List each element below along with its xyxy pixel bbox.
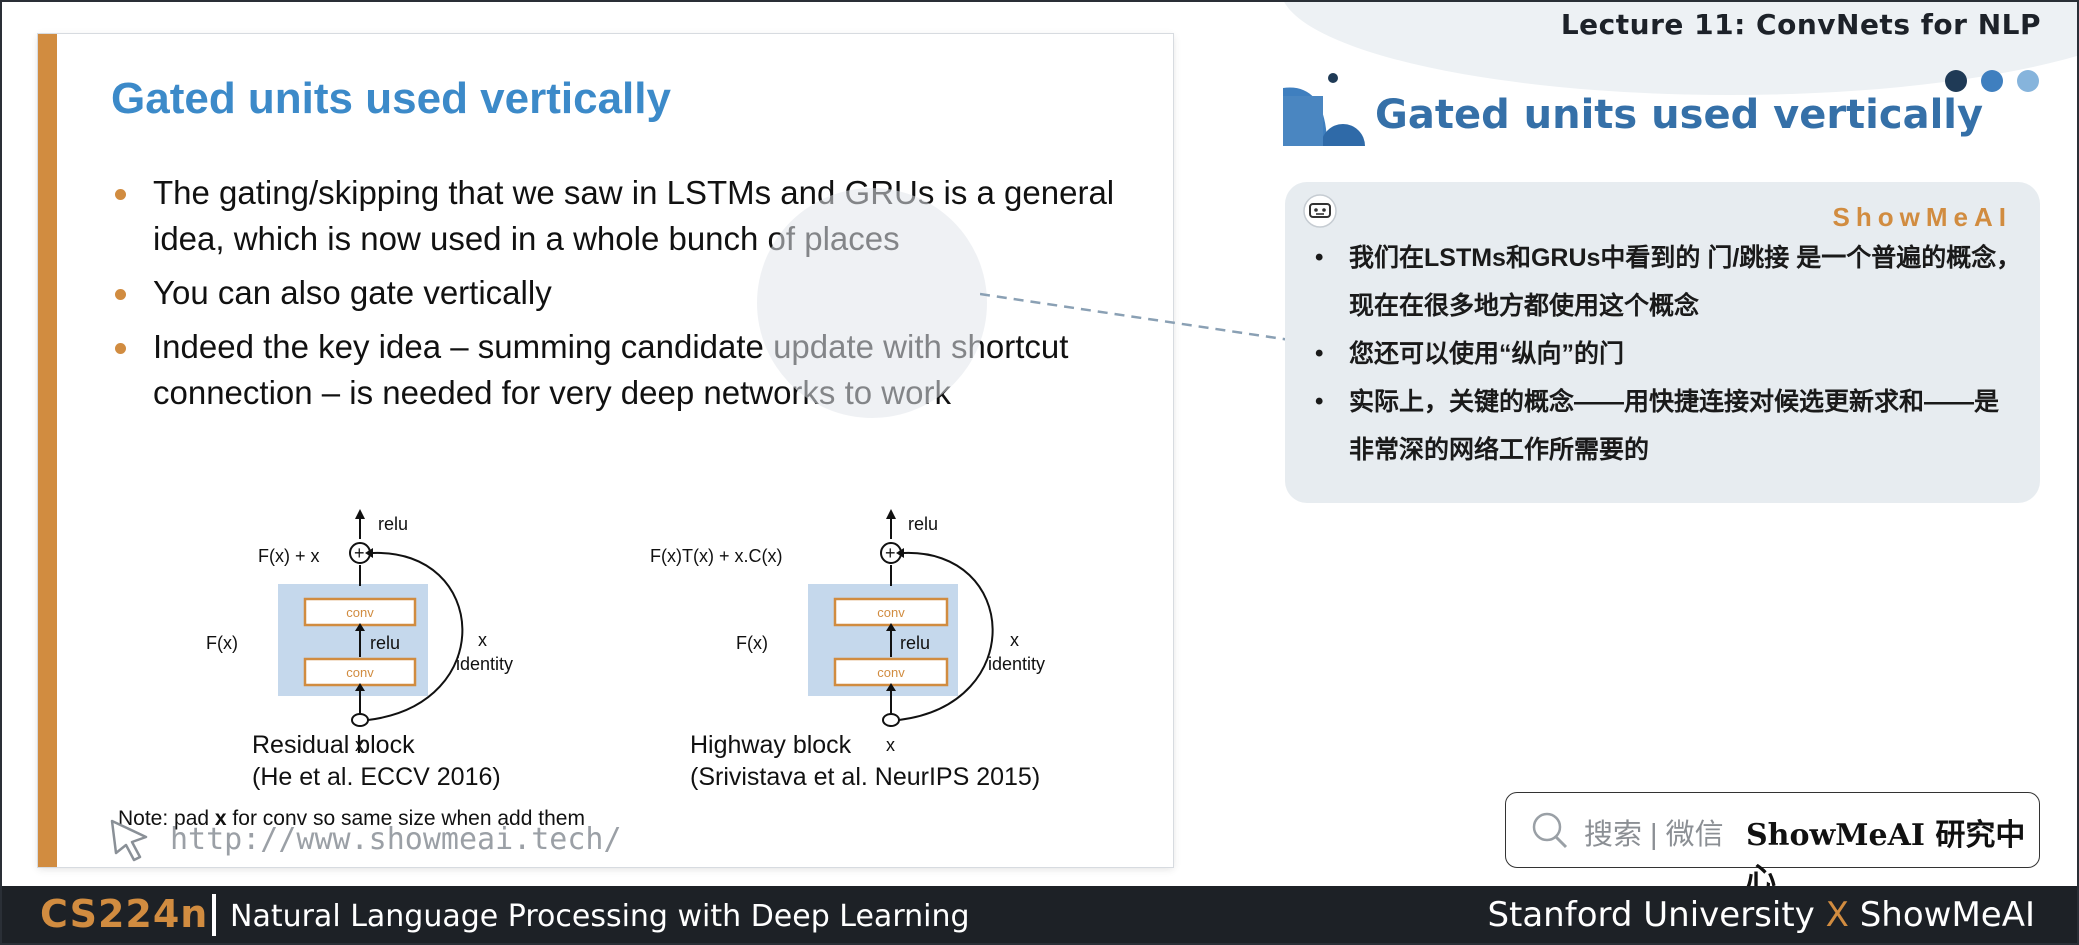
- translation-item: 实际上，关键的概念——用快捷连接对候选更新求和——是非常深的网络工作所需要的: [1307, 378, 2022, 474]
- slide-title: Gated units used vertically: [111, 74, 671, 123]
- dot-light: [2017, 70, 2039, 92]
- conv-box-bottom: [303, 657, 417, 687]
- translation-card: ShowMeAI 我们在LSTMs和GRUs中看到的 门/跳接 是一个普遍的概念…: [1285, 182, 2040, 503]
- footer-credits: Stanford University X ShowMeAI: [1487, 895, 2035, 935]
- conv-top-label: conv: [877, 605, 905, 620]
- panel-decoration-icon: [1283, 73, 1365, 146]
- residual-caption: Residual block (He et al. ECCV 2016): [252, 729, 501, 793]
- sum-label: F(x)T(x) + x.C(x): [650, 546, 782, 566]
- dot-dark: [1945, 70, 1967, 92]
- robot-icon: [1303, 194, 1337, 228]
- conv-top-label: conv: [346, 605, 374, 620]
- identity-arc: [898, 551, 994, 721]
- url-watermark[interactable]: http://www.showmeai.tech/: [170, 822, 622, 857]
- search-brand: ShowMeAI 研究中心: [1746, 818, 2026, 897]
- residual-block-diagram: relu F(x) + x + conv relu conv F(x) x id…: [206, 509, 513, 755]
- search-icon: [1532, 812, 1568, 849]
- residual-caption-title: Residual block: [252, 731, 415, 759]
- relu-top-label: relu: [378, 514, 408, 534]
- cursor-icon: [110, 819, 148, 862]
- svg-text:+: +: [885, 543, 896, 563]
- header-dots: [1945, 70, 2039, 92]
- conv-bottom-label: conv: [346, 665, 374, 680]
- identity-label: identity: [456, 654, 513, 674]
- highway-caption-title: Highway block: [690, 731, 852, 759]
- identity-arc: [367, 551, 464, 721]
- footer-separator: [212, 894, 216, 936]
- bullet-item: The gating/skipping that we saw in LSTMs…: [110, 170, 1150, 262]
- translation-item: 我们在LSTMs和GRUs中看到的 门/跳接 是一个普遍的概念，现在在很多地方都…: [1307, 234, 2022, 330]
- panel-brand: ShowMeAI: [1832, 202, 2012, 232]
- connector-line: [980, 292, 1291, 342]
- course-name: Natural Language Processing with Deep Le…: [230, 899, 970, 934]
- lecture-title: Lecture 11: ConvNets for NLP: [1560, 8, 2041, 41]
- slide-accent-bar: [38, 34, 57, 867]
- relu-mid-label: relu: [900, 633, 930, 653]
- x-identity-label: x: [478, 630, 487, 650]
- slide-note: Note: pad x for conv so same size when a…: [118, 807, 585, 830]
- footer-bar: CS224n Natural Language Processing with …: [0, 886, 2079, 945]
- bullet-item: You can also gate vertically: [110, 270, 1150, 316]
- identity-label: identity: [988, 654, 1045, 674]
- slide-bullets: The gating/skipping that we saw in LSTMs…: [110, 170, 1150, 424]
- x-bottom-label: x: [355, 735, 364, 755]
- residual-caption-ref: (He et al. ECCV 2016): [252, 763, 501, 791]
- relu-top-label: relu: [908, 514, 938, 534]
- highway-caption: Highway block (Srivistava et al. NeurIPS…: [690, 729, 1040, 793]
- panel-title: Gated units used vertically: [1375, 92, 1984, 138]
- search-text: 搜索 | 微信: [1584, 819, 1724, 851]
- translation-list: 我们在LSTMs和GRUs中看到的 门/跳接 是一个普遍的概念，现在在很多地方都…: [1307, 234, 2022, 474]
- slide: Gated units used vertically The gating/s…: [38, 34, 1173, 867]
- x-bottom-label: x: [886, 735, 895, 755]
- translation-item: 您还可以使用“纵向”的门: [1307, 330, 2022, 378]
- input-node: [351, 713, 369, 727]
- conv-box-top: [303, 597, 417, 627]
- x-identity-label: x: [1010, 630, 1019, 650]
- dot-mid: [1981, 70, 2003, 92]
- fx-label: F(x): [736, 633, 768, 653]
- sum-label: F(x) + x: [258, 546, 320, 566]
- relu-mid-label: relu: [370, 633, 400, 653]
- highway-caption-ref: (Srivistava et al. NeurIPS 2015): [690, 763, 1041, 791]
- input-node: [882, 713, 900, 727]
- conv-box-top: [833, 597, 949, 627]
- wechat-search-box[interactable]: 搜索 | 微信 ShowMeAI 研究中心: [1505, 792, 2040, 897]
- course-code: CS224n: [40, 892, 209, 936]
- fx-label: F(x): [206, 633, 238, 653]
- highway-block-diagram: relu F(x)T(x) + x.C(x) + conv relu conv …: [650, 509, 1045, 755]
- conv-bottom-label: conv: [877, 665, 905, 680]
- highlight-circle: [757, 188, 987, 418]
- svg-text:+: +: [354, 543, 365, 563]
